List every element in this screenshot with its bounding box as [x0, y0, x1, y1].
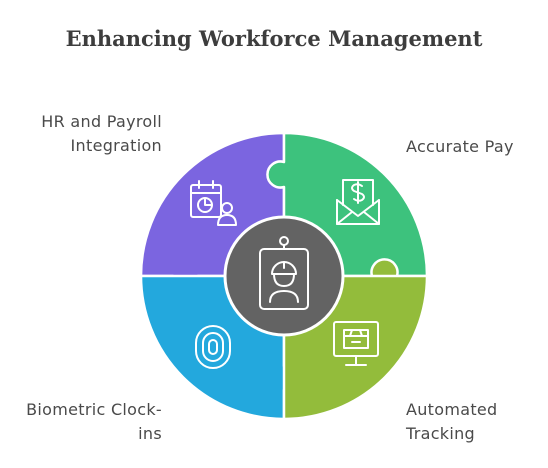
- monitor-box-icon: [333, 321, 379, 366]
- fingerprint-icon: [195, 325, 231, 369]
- center-hub: [223, 215, 345, 337]
- dollar-envelope-icon: [336, 179, 380, 225]
- label-line: Automated: [406, 400, 498, 419]
- id-badge-worker-icon: [259, 236, 309, 310]
- label-line: Tracking: [406, 424, 476, 443]
- label-hr-payroll-integration: HR and Payroll Integration: [41, 110, 162, 158]
- label-biometric-clock-ins: Biometric Clock- ins: [26, 398, 162, 446]
- label-line: Biometric Clock-: [26, 400, 162, 419]
- page-title: Enhancing Workforce Management: [65, 26, 483, 51]
- label-line: ins: [138, 424, 162, 443]
- label-line: Accurate Pay: [406, 137, 514, 156]
- label-accurate-pay: Accurate Pay: [406, 135, 514, 159]
- calendar-chart-user-icon: [190, 180, 237, 226]
- label-line: HR and Payroll: [41, 112, 162, 131]
- label-line: Integration: [70, 136, 162, 155]
- label-automated-tracking: Automated Tracking: [406, 398, 498, 446]
